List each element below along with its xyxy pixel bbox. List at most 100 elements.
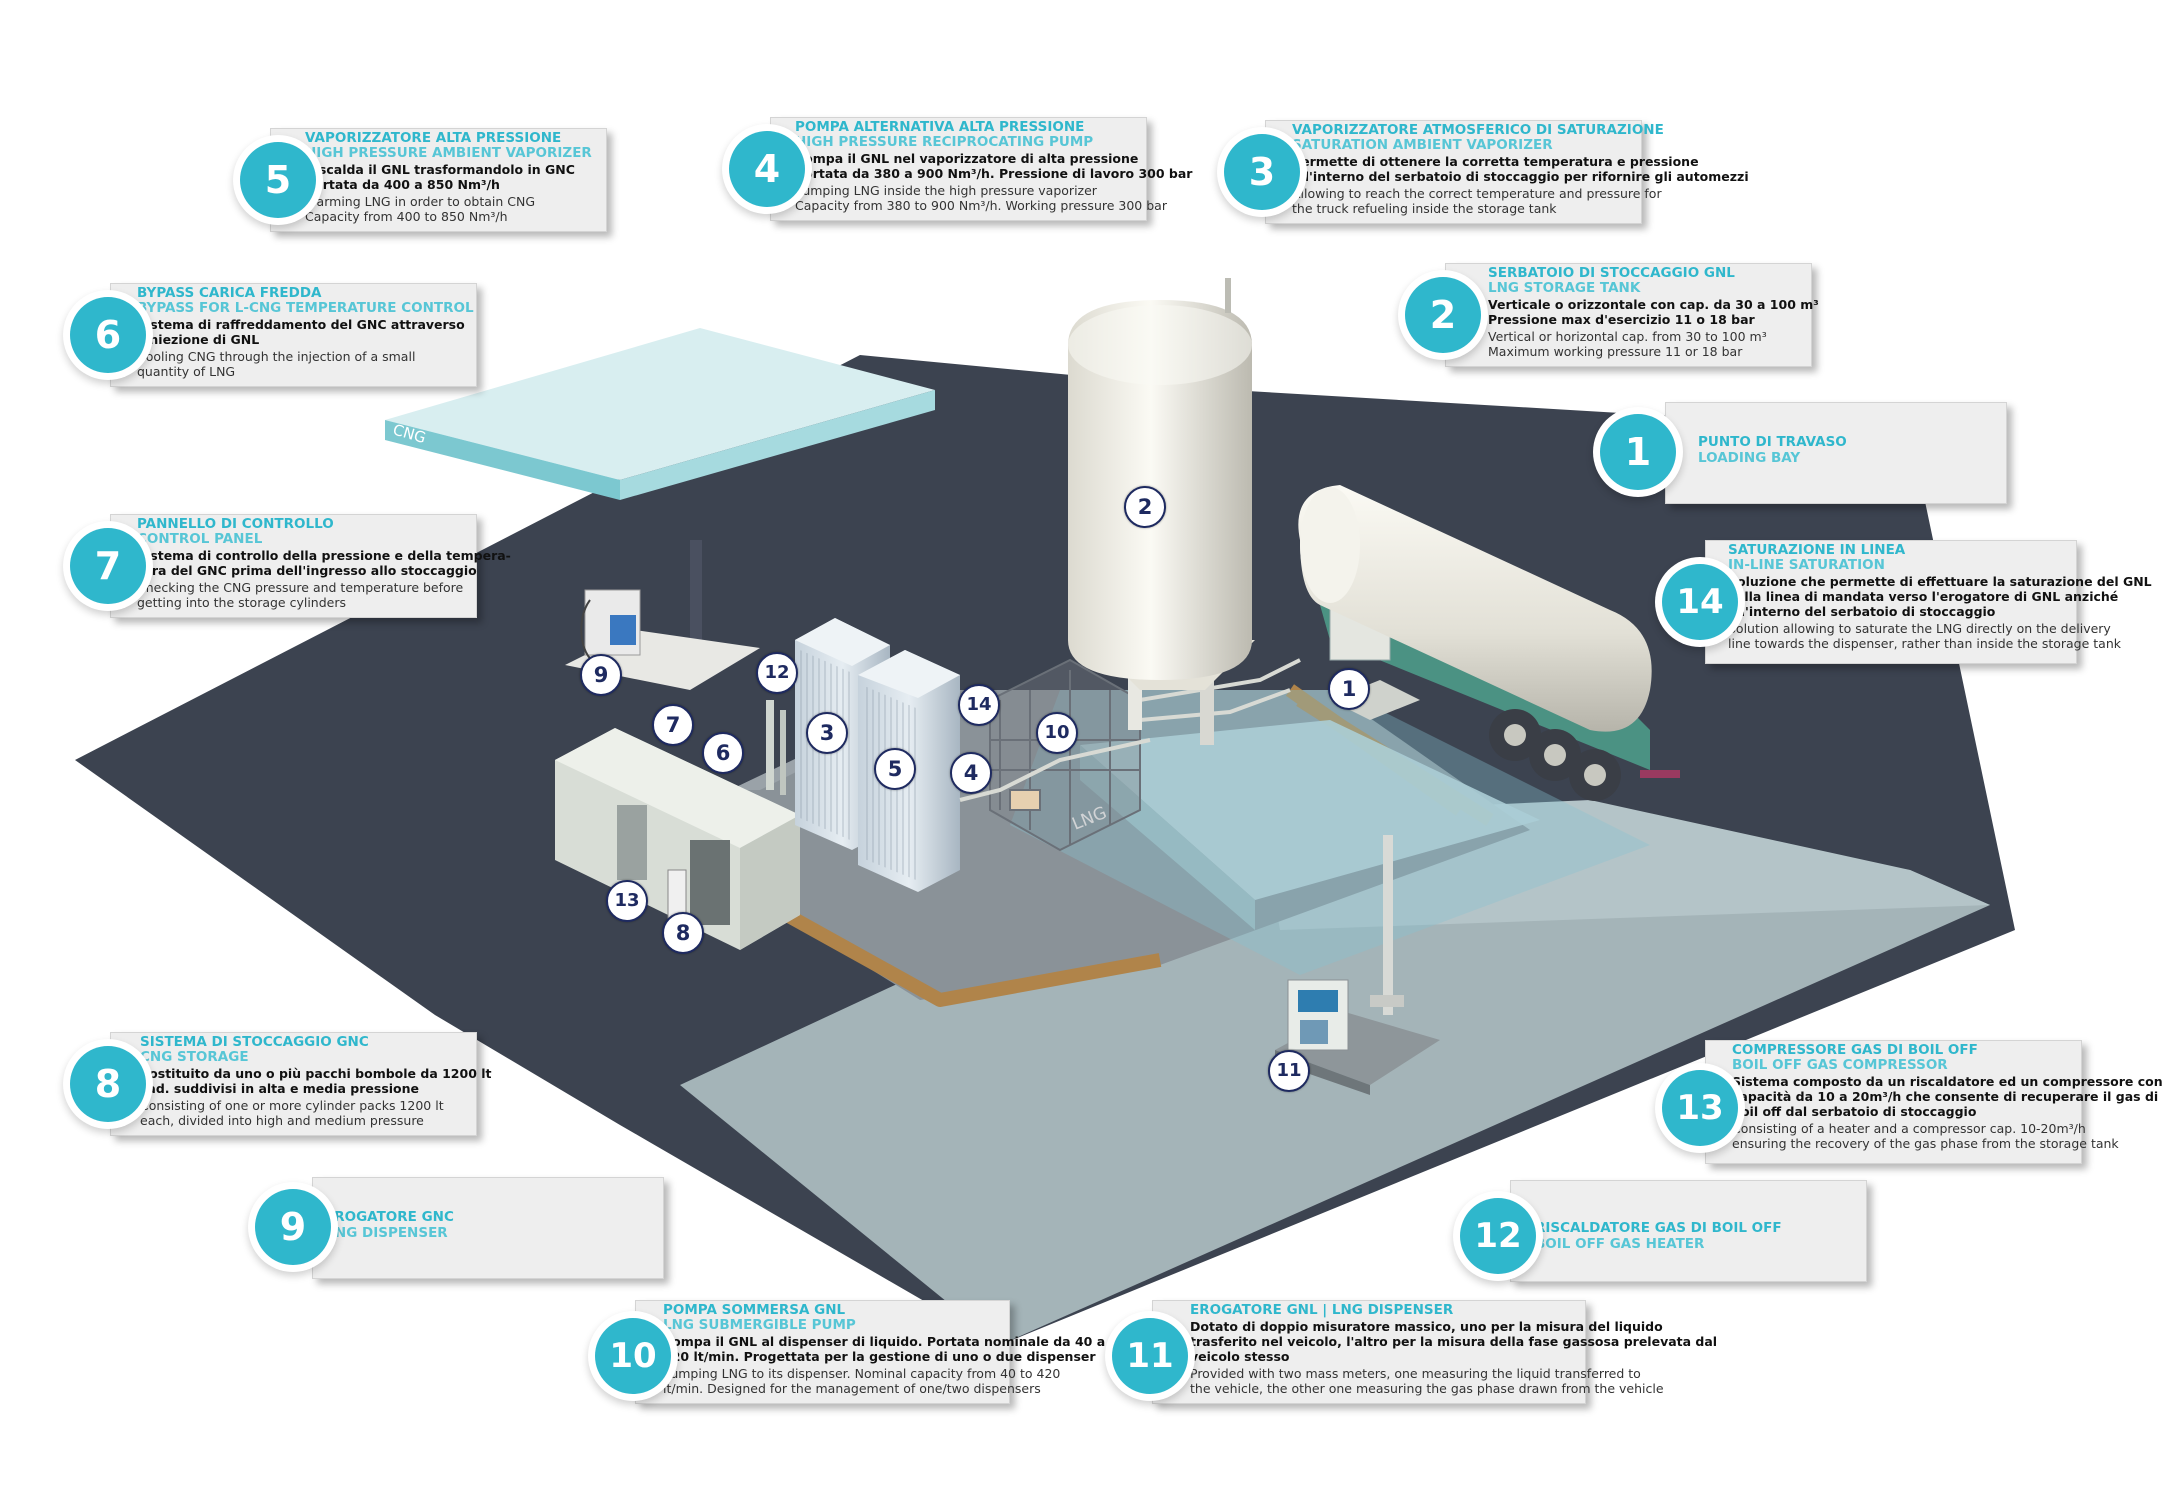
callout-desc-en: Maximum working pressure 11 or 18 bar bbox=[1488, 344, 1743, 359]
callout-title-it: POMPA ALTERNATIVA ALTA PRESSIONE bbox=[795, 119, 1085, 135]
callout-desc-it: Costituito da uno o più pacchi bombole d… bbox=[140, 1066, 492, 1081]
callout-desc-en: Pumping LNG to its dispenser. Nominal ca… bbox=[663, 1366, 1061, 1381]
callout-desc-en: Capacity from 380 to 900 Nm³/h. Working … bbox=[795, 198, 1167, 213]
callout-desc-en: Allowing to reach the correct temperatur… bbox=[1292, 186, 1662, 201]
cng-canopy: CNG bbox=[385, 328, 935, 650]
callout-desc-it: l'iniezione di GNL bbox=[137, 332, 260, 347]
callout-box bbox=[1665, 402, 2007, 504]
callout-title-it: PUNTO DI TRAVASO bbox=[1698, 434, 1847, 450]
callout-desc-it: 420 lt/min. Progettata per la gestione d… bbox=[663, 1349, 1096, 1364]
callout-desc-en: Cooling CNG through the injection of a s… bbox=[137, 349, 416, 364]
callout-desc-en: Checking the CNG pressure and temperatur… bbox=[137, 580, 464, 595]
callout-title-it: SATURAZIONE IN LINEA bbox=[1728, 542, 1906, 558]
callout-number-badge: 1 bbox=[1600, 414, 1676, 490]
callout-desc-it: Soluzione che permette di effettuare la … bbox=[1728, 574, 2152, 589]
callout-box bbox=[312, 1177, 664, 1279]
callout-desc-it: Pompa il GNL nel vaporizzatore di alta p… bbox=[795, 151, 1139, 166]
callout-desc-en: Warming LNG in order to obtain CNG bbox=[305, 194, 536, 209]
callout-desc-en: line towards the dispenser, rather than … bbox=[1728, 636, 2121, 651]
vertical-lng-tank bbox=[1068, 278, 1255, 745]
callout-title-it: SERBATOIO DI STOCCAGGIO GNL bbox=[1488, 265, 1735, 281]
callout-desc-en: Pumping LNG inside the high pressure vap… bbox=[795, 183, 1097, 198]
lng-pipe-column bbox=[1370, 835, 1404, 1015]
marker-7-control-panel[interactable]: 7 bbox=[652, 704, 694, 746]
callout-desc-en: getting into the storage cylinders bbox=[137, 595, 347, 610]
callout-desc-it: boil off dal serbatoio di stoccaggio bbox=[1732, 1104, 1977, 1119]
marker-9-cng-dispenser[interactable]: 9 bbox=[580, 654, 622, 696]
callout-title-it: VAPORIZZATORE ALTA PRESSIONE bbox=[305, 130, 562, 146]
callout-title-en: BOIL OFF GAS COMPRESSOR bbox=[1732, 1057, 1948, 1073]
callout-desc-it: all'interno del serbatoio di stoccaggio bbox=[1728, 604, 1996, 619]
marker-14-inline-saturation[interactable]: 14 bbox=[958, 684, 1000, 726]
callout-number-badge: 2 bbox=[1405, 277, 1481, 353]
callout-desc-it: Permette di ottenere la corretta tempera… bbox=[1292, 154, 1699, 169]
callout-desc-it: Pompa il GNL al dispenser di liquido. Po… bbox=[663, 1334, 1106, 1349]
callout-desc-en: each, divided into high and medium press… bbox=[140, 1113, 424, 1128]
marker-10-submergible-pump[interactable]: 10 bbox=[1036, 712, 1078, 754]
callout-desc-it: cad. suddivisi in alta e media pressione bbox=[140, 1081, 420, 1096]
marker-3-saturation-vaporizer[interactable]: 3 bbox=[806, 712, 848, 754]
callout-title-en: IN-LINE SATURATION bbox=[1728, 557, 1885, 573]
callout-desc-it: veicolo stesso bbox=[1190, 1349, 1290, 1364]
callout-title-it: PANNELLO DI CONTROLLO bbox=[137, 516, 334, 532]
callout-box bbox=[1265, 120, 1642, 224]
callout-desc-it: Portata da 380 a 900 Nm³/h. Pressione di… bbox=[795, 166, 1193, 181]
callout-desc-en: Solution allowing to saturate the LNG di… bbox=[1728, 621, 2111, 636]
marker-11-lng-dispenser[interactable]: 11 bbox=[1268, 1050, 1310, 1092]
callout-number-badge: 12 bbox=[1460, 1198, 1536, 1274]
callout-desc-it: all'interno del serbatoio di stoccaggio … bbox=[1292, 169, 1749, 184]
callout-desc-it: Verticale o orizzontale con cap. da 30 a… bbox=[1488, 297, 1819, 312]
callout-desc-it: sulla linea di mandata verso l'erogatore… bbox=[1728, 589, 2119, 604]
callout-desc-en: Provided with two mass meters, one measu… bbox=[1190, 1366, 1641, 1381]
trailer-wheels bbox=[1489, 709, 1621, 801]
marker-4-hp-pump[interactable]: 4 bbox=[950, 752, 992, 794]
callout-title-en: CNG STORAGE bbox=[140, 1049, 249, 1065]
callout-box bbox=[110, 1032, 477, 1136]
callout-title-en: LNG STORAGE TANK bbox=[1488, 280, 1641, 296]
callout-box bbox=[770, 117, 1147, 221]
callout-title-en: BYPASS FOR L-CNG TEMPERATURE CONTROL bbox=[137, 300, 474, 316]
callout-desc-en: the truck refueling inside the storage t… bbox=[1292, 201, 1557, 216]
callout-box bbox=[1705, 540, 2077, 664]
callout-number-badge: 3 bbox=[1224, 134, 1300, 210]
callout-number-badge: 13 bbox=[1662, 1070, 1738, 1146]
callout-number-badge: 11 bbox=[1112, 1318, 1188, 1394]
callout-number-badge: 7 bbox=[70, 528, 146, 604]
callout-number-badge: 10 bbox=[595, 1318, 671, 1394]
callout-desc-en: quantity of LNG bbox=[137, 364, 236, 379]
callout-number-badge: 14 bbox=[1662, 564, 1738, 640]
station-scene: LNG CNG bbox=[75, 278, 2015, 1345]
callout-desc-en: Capacity from 400 to 850 Nm³/h bbox=[305, 209, 508, 224]
marker-12-boil-off-heater[interactable]: 12 bbox=[756, 652, 798, 694]
callout-number-badge: 8 bbox=[70, 1046, 146, 1122]
callout-box bbox=[635, 1300, 1010, 1404]
callout-desc-en: Consisting of a heater and a compressor … bbox=[1732, 1121, 2086, 1136]
callout-desc-it: tura del GNC prima dell'ingresso allo st… bbox=[137, 563, 477, 578]
callout-title-en: HIGH PRESSURE RECIPROCATING PUMP bbox=[795, 134, 1094, 150]
marker-5-hp-vaporizer[interactable]: 5 bbox=[874, 748, 916, 790]
callout-title-en: CONTROL PANEL bbox=[137, 531, 263, 547]
callout-title-it: EROGATORE GNC bbox=[325, 1209, 454, 1225]
callout-box bbox=[270, 128, 607, 232]
callout-desc-it: Sistema di controllo della pressione e d… bbox=[137, 548, 511, 563]
marker-2-storage-tank[interactable]: 2 bbox=[1124, 486, 1166, 528]
callout-box bbox=[1705, 1040, 2082, 1164]
callout-title-it: POMPA SOMMERSA GNL bbox=[663, 1302, 846, 1318]
cng-dispenser-island bbox=[565, 589, 760, 690]
callout-title-it: RISCALDATORE GAS DI BOIL OFF bbox=[1535, 1220, 1782, 1236]
callout-title-en: CNG DISPENSER bbox=[325, 1225, 448, 1241]
building bbox=[555, 728, 800, 950]
marker-8-cng-storage[interactable]: 8 bbox=[662, 912, 704, 954]
callout-number-badge: 5 bbox=[240, 142, 316, 218]
marker-6-bypass[interactable]: 6 bbox=[702, 732, 744, 774]
callout-desc-en: Vertical or horizontal cap. from 30 to 1… bbox=[1488, 329, 1767, 344]
marker-1-loading-bay[interactable]: 1 bbox=[1328, 668, 1370, 710]
lng-dispenser-island bbox=[1275, 979, 1440, 1095]
callout-title-it: EROGATORE GNL | LNG DISPENSER bbox=[1190, 1302, 1454, 1318]
marker-13-boil-off-compressor[interactable]: 13 bbox=[606, 880, 648, 922]
callout-title-en: BOIL OFF GAS HEATER bbox=[1535, 1236, 1705, 1252]
callout-box bbox=[1152, 1300, 1586, 1404]
callout-number-badge: 4 bbox=[729, 131, 805, 207]
callout-desc-en: Consisting of one or more cylinder packs… bbox=[140, 1098, 444, 1113]
callout-desc-it: Portata da 400 a 850 Nm³/h bbox=[305, 177, 500, 192]
